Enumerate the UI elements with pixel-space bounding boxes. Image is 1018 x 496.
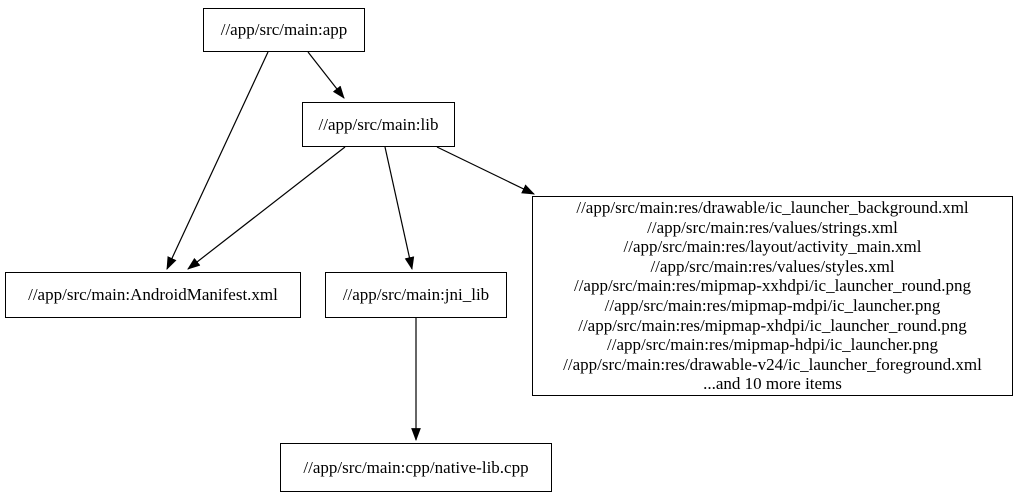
edge-lib-to-resources	[436, 146, 535, 195]
node-resources-group: //app/src/main:res/drawable/ic_launcher_…	[532, 196, 1013, 396]
resource-line: //app/src/main:res/layout/activity_main.…	[623, 237, 922, 257]
resource-line-more: ...and 10 more items	[703, 374, 842, 394]
node-lib-label: //app/src/main:lib	[318, 114, 439, 134]
resource-line: //app/src/main:res/values/strings.xml	[647, 217, 898, 237]
node-android-manifest: //app/src/main:AndroidManifest.xml	[5, 272, 301, 318]
resource-line: //app/src/main:res/drawable/ic_launcher_…	[576, 198, 969, 218]
resource-line: //app/src/main:res/values/styles.xml	[650, 256, 895, 276]
edge-app-to-lib	[307, 51, 345, 99]
node-native-lib-cpp-label: //app/src/main:cpp/native-lib.cpp	[303, 457, 529, 477]
node-lib: //app/src/main:lib	[302, 102, 455, 147]
edge-app-to-manifest	[166, 51, 269, 270]
edge-lib-to-jni-lib	[384, 146, 415, 271]
node-android-manifest-label: //app/src/main:AndroidManifest.xml	[28, 285, 278, 304]
node-native-lib-cpp: //app/src/main:cpp/native-lib.cpp	[280, 443, 552, 492]
node-app: //app/src/main:app	[203, 8, 365, 52]
resource-line: //app/src/main:res/mipmap-xhdpi/ic_launc…	[578, 315, 967, 335]
resource-line: //app/src/main:res/mipmap-mdpi/ic_launch…	[604, 296, 941, 315]
resource-line: //app/src/main:res/mipmap-hdpi/ic_launch…	[607, 335, 938, 355]
edge-lib-to-manifest	[187, 146, 346, 270]
node-jni-lib-label: //app/src/main:jni_lib	[342, 285, 490, 304]
resource-line: //app/src/main:res/mipmap-xxhdpi/ic_laun…	[573, 276, 972, 296]
resource-line: //app/src/main:res/drawable-v24/ic_launc…	[563, 354, 982, 374]
node-jni-lib: //app/src/main:jni_lib	[325, 272, 507, 318]
node-app-label: //app/src/main:app	[220, 20, 348, 39]
